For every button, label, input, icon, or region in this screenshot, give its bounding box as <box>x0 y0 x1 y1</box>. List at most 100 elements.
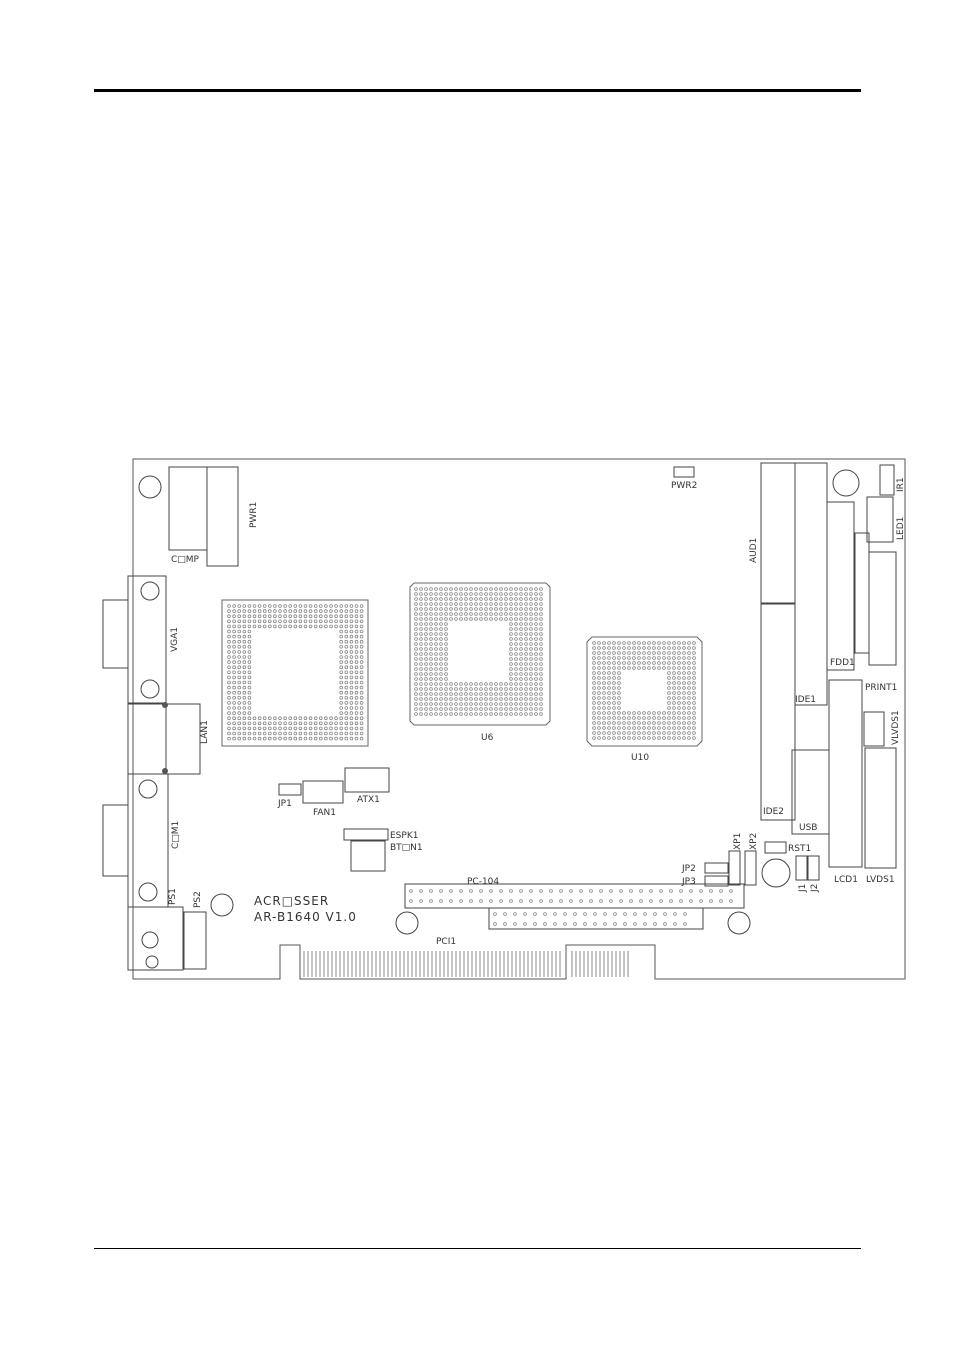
label-ps1: PS1 <box>168 888 178 905</box>
lan1-body <box>165 703 201 775</box>
label-espk1: ESPK1 <box>390 831 418 841</box>
label-vga1: VGA1 <box>170 627 180 652</box>
header-rule <box>94 89 861 92</box>
label-vlvds1: VLVDS1 <box>891 710 901 745</box>
pc104-outer <box>404 883 745 909</box>
pc104-pin-row-2 <box>493 912 687 926</box>
print1-connector <box>868 551 897 666</box>
label-comp: C□MP <box>171 555 200 565</box>
lan1-led-top <box>162 702 168 708</box>
label-rst1: RST1 <box>788 844 811 854</box>
label-print1: PRINT1 <box>865 683 897 693</box>
ide1-connector <box>794 462 828 706</box>
u6-chip <box>409 582 551 726</box>
ps1-screw-bottom <box>145 955 159 969</box>
label-ir1: IR1 <box>896 477 906 492</box>
usb-connector <box>791 749 830 835</box>
label-ide1: IDE1 <box>795 695 816 705</box>
pc104-inner <box>488 907 704 930</box>
fdd1-connector <box>826 501 855 671</box>
label-com1: C□M1 <box>171 821 181 849</box>
label-ide2: IDE2 <box>763 807 784 817</box>
aud1-connector <box>760 462 796 604</box>
label-ps2: PS2 <box>193 891 203 908</box>
espk1-header <box>343 828 389 841</box>
mount-hole-pci-left <box>395 911 419 935</box>
xp2-header <box>744 850 757 886</box>
brand-name: ACR□SSER <box>254 894 329 908</box>
label-jp1: JP1 <box>277 799 292 809</box>
label-j2: J2 <box>810 884 820 893</box>
label-led1: LED1 <box>896 517 906 540</box>
lcd1-connector <box>828 679 863 868</box>
ps1-screw <box>141 931 159 949</box>
vga1-flange <box>102 599 128 669</box>
label-pc104: PC-104 <box>467 877 499 887</box>
lan1-led-bottom <box>162 768 168 774</box>
fan1-header <box>302 780 344 804</box>
u6-pin-grid <box>414 587 543 716</box>
label-usb: USB <box>799 823 817 833</box>
pwr2-header <box>673 466 695 478</box>
com1-flange <box>102 804 128 877</box>
ide2-connector <box>760 603 796 821</box>
com1-connector <box>127 773 169 908</box>
comp-connector <box>168 466 208 551</box>
rst1-header <box>764 841 787 854</box>
u10-chip <box>586 636 703 747</box>
label-jp3: JP3 <box>681 877 696 887</box>
label-xp1: XP1 <box>733 833 743 850</box>
label-jp2: JP2 <box>681 864 696 874</box>
label-atx1: ATX1 <box>357 795 380 805</box>
vlvds1-header <box>863 711 885 747</box>
label-fdd1: FDD1 <box>830 658 855 668</box>
ps-connector <box>127 906 184 971</box>
u10-pin-grid <box>592 641 696 740</box>
label-j1: J1 <box>798 884 808 893</box>
label-pwr1: PWR1 <box>249 502 259 528</box>
label-u10: U10 <box>631 753 649 763</box>
mount-hole-pci-right <box>727 911 751 935</box>
ps2-header <box>183 911 207 970</box>
label-lan1: LAN1 <box>200 720 210 744</box>
buzzer <box>761 858 791 888</box>
com1-screw-top <box>138 779 158 799</box>
label-xp2: XP2 <box>749 833 759 850</box>
label-pwr2: PWR2 <box>671 481 697 491</box>
pci-fingers <box>303 951 629 977</box>
jp1-header <box>278 783 302 796</box>
cpu-pin-grid <box>227 604 364 741</box>
jp2-header <box>704 862 729 874</box>
vga1-screw-top <box>140 581 160 601</box>
com1-screw-bottom <box>138 882 158 902</box>
cable-header <box>854 532 870 654</box>
led1-header <box>866 496 894 543</box>
vga1-screw-bottom <box>140 679 160 699</box>
label-pci1: PCI1 <box>436 937 456 947</box>
j1-header <box>795 855 808 881</box>
cpu-chip <box>221 599 369 747</box>
label-btn1: BT□N1 <box>390 843 423 853</box>
mount-hole-top-right <box>832 469 860 497</box>
label-lvds1: LVDS1 <box>866 875 895 885</box>
pwr1-connector <box>206 466 239 567</box>
btn1-header <box>350 840 386 872</box>
mount-hole-top-left <box>138 475 162 499</box>
j2-header <box>807 855 820 881</box>
atx1-header <box>344 767 390 793</box>
vga1-connector <box>127 575 167 704</box>
label-aud1: AUD1 <box>749 538 759 563</box>
ir1-header <box>879 464 895 496</box>
xp1-header <box>728 850 741 886</box>
label-u6: U6 <box>481 733 494 743</box>
footer-rule <box>94 1248 861 1249</box>
label-fan1: FAN1 <box>313 808 336 818</box>
lan1-connector <box>127 703 167 775</box>
board-model: AR-B1640 V1.0 <box>254 910 357 924</box>
board-outline <box>132 458 906 980</box>
jp3-header <box>704 875 729 887</box>
label-lcd1: LCD1 <box>834 875 858 885</box>
mount-hole-ps2 <box>210 893 234 917</box>
pc104-pin-row-1 <box>409 889 733 903</box>
